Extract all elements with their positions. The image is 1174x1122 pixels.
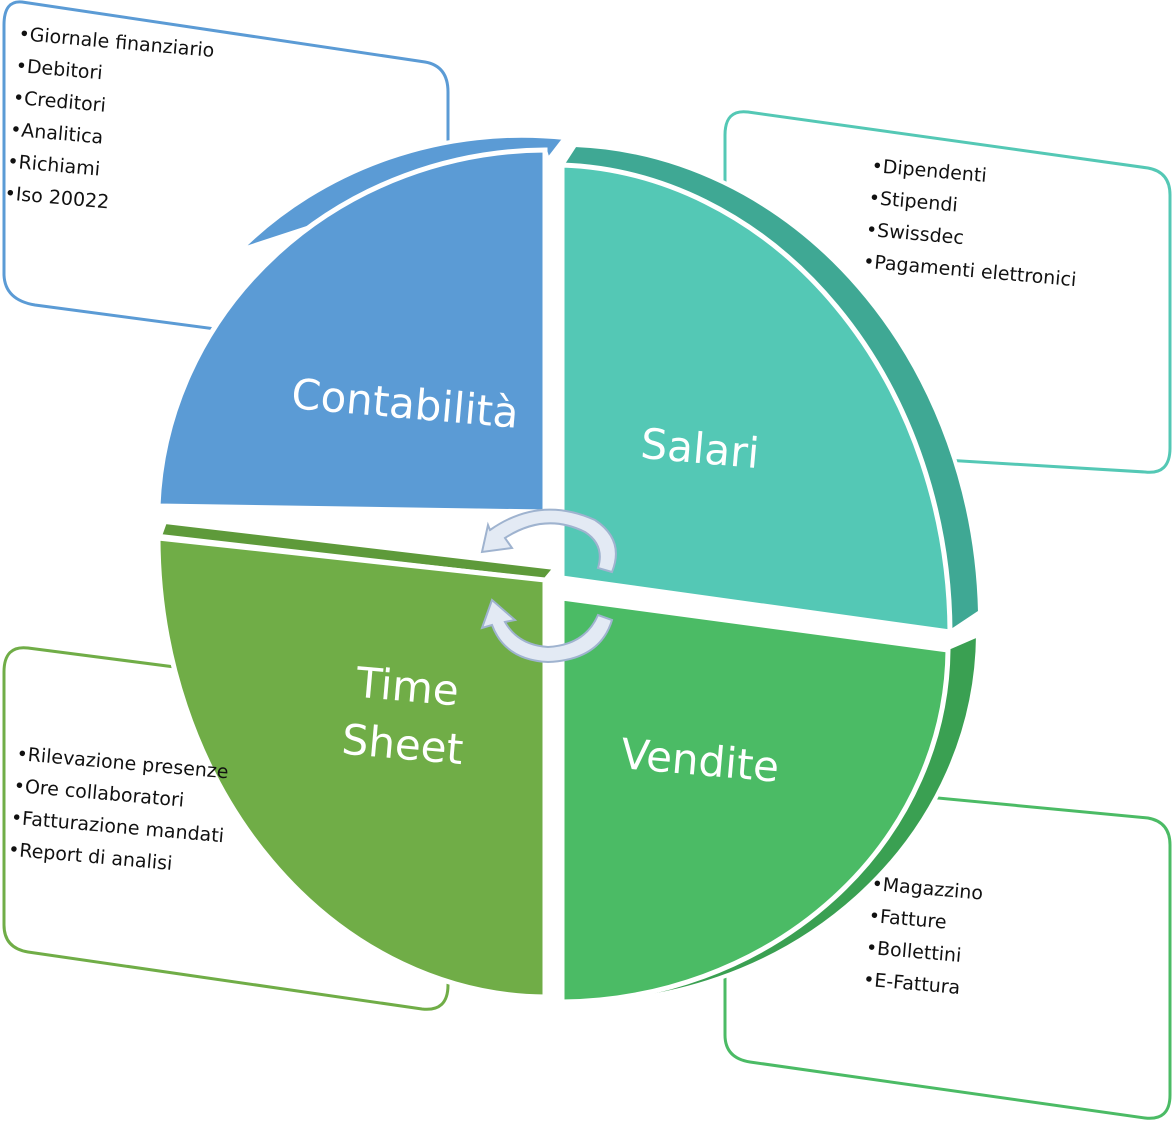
list-timesheet: Rilevazione presenze Ore collaboratori F… bbox=[7, 738, 231, 884]
segment-title-timesheet: Time Sheet bbox=[339, 657, 466, 775]
circular-arrows-icon bbox=[480, 508, 617, 664]
segment-vendite[interactable] bbox=[559, 595, 951, 1005]
list-vendite: Magazzino Fatture Bollettini E-Fattura bbox=[862, 868, 985, 1005]
segment-contabilita[interactable] bbox=[155, 147, 548, 515]
segment-timesheet[interactable] bbox=[155, 535, 548, 1000]
segment-salari[interactable] bbox=[559, 162, 953, 635]
list-contabilita: Giornale finanziario Debitori Creditori … bbox=[3, 18, 215, 226]
list-salari: Dipendenti Stipendi Swissdec Pagamenti e… bbox=[862, 150, 1086, 296]
